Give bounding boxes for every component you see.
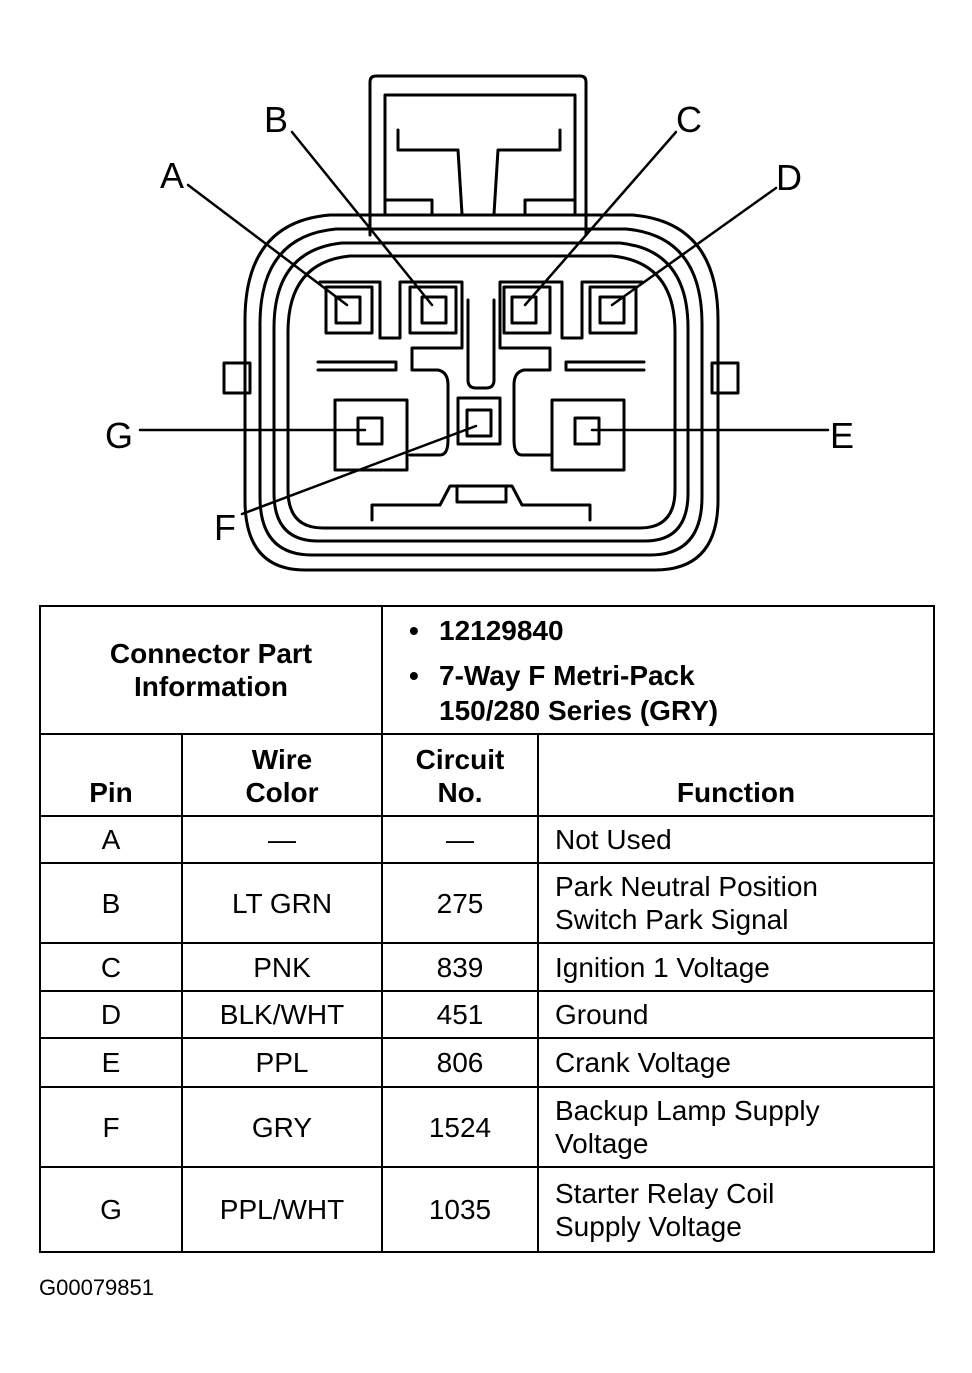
circuit-cell: 1035 xyxy=(381,1166,539,1253)
connector-side-tab-left xyxy=(222,361,252,395)
column-header-row: Pin Wire Color Circuit No. Function xyxy=(39,733,935,817)
column-header-function: Function xyxy=(537,733,935,817)
wire-color-cell: — xyxy=(181,815,383,864)
leader-line-b xyxy=(290,130,434,307)
function-cell: Not Used xyxy=(537,815,935,864)
pin-label-d: D xyxy=(776,157,802,198)
leader-line-f xyxy=(240,424,478,516)
connector-inner-walls xyxy=(316,280,646,522)
wire-color-cell: PPL xyxy=(181,1037,383,1088)
bullet-icon: • xyxy=(409,614,419,646)
leader-line-d xyxy=(610,186,778,307)
function-cell: Crank Voltage xyxy=(537,1037,935,1088)
table-row: B LT GRN 275 Park Neutral Position Switc… xyxy=(39,862,935,944)
column-header-pin: Pin xyxy=(39,733,183,817)
pin-g-terminal xyxy=(333,398,409,472)
column-header-wire-color: Wire Color xyxy=(181,733,383,817)
part-info-header-cell: Connector Part Information xyxy=(39,605,383,735)
wire-color-cell: LT GRN xyxy=(181,862,383,944)
function-cell: Backup Lamp Supply Voltage xyxy=(537,1086,935,1168)
bullet-icon: • xyxy=(409,659,419,691)
part-info-header: Connector Part Information xyxy=(109,638,313,702)
table-row: G PPL/WHT 1035 Starter Relay Coil Supply… xyxy=(39,1166,935,1253)
pin-label-e: E xyxy=(830,415,854,456)
table-row: D BLK/WHT 451 Ground xyxy=(39,990,935,1039)
circuit-cell: 806 xyxy=(381,1037,539,1088)
pin-cell: B xyxy=(39,862,183,944)
part-info-values: • 12129840 • 7-Way F Metri-Pack 150/280 … xyxy=(381,605,935,735)
pin-label-c: C xyxy=(676,99,702,140)
connector-latch xyxy=(368,74,588,237)
circuit-cell: 275 xyxy=(381,862,539,944)
connector-diagram: A B C D E F G xyxy=(105,74,854,572)
function-cell: Starter Relay Coil Supply Voltage xyxy=(537,1166,935,1253)
part-info-item: • 12129840 xyxy=(409,613,933,648)
part-description: 7-Way F Metri-Pack 150/280 Series (GRY) xyxy=(439,659,719,726)
part-info-row: Connector Part Information • 12129840 • … xyxy=(39,605,935,735)
column-header-circuit: Circuit No. xyxy=(381,733,539,817)
table-row: C PNK 839 Ignition 1 Voltage xyxy=(39,942,935,992)
pin-c-terminal xyxy=(502,285,552,335)
circuit-cell: — xyxy=(381,815,539,864)
pin-label-f: F xyxy=(214,507,236,548)
wire-color-cell: BLK/WHT xyxy=(181,990,383,1039)
pin-cell: G xyxy=(39,1166,183,1253)
pin-cell: C xyxy=(39,942,183,992)
connector-body-ring-2 xyxy=(272,241,690,543)
pin-e-terminal xyxy=(550,398,626,472)
table-row: A — — Not Used xyxy=(39,815,935,864)
function-cell: Park Neutral Position Switch Park Signal xyxy=(537,862,935,944)
table-row: E PPL 806 Crank Voltage xyxy=(39,1037,935,1088)
circuit-cell: 451 xyxy=(381,990,539,1039)
connector-side-tab-right xyxy=(710,361,740,395)
connector-body-ring-1 xyxy=(258,227,704,557)
function-cell: Ignition 1 Voltage xyxy=(537,942,935,992)
part-info-item: • 7-Way F Metri-Pack 150/280 Series (GRY… xyxy=(409,658,933,728)
pin-cell: F xyxy=(39,1086,183,1168)
circuit-cell: 839 xyxy=(381,942,539,992)
connector-info-table: Connector Part Information • 12129840 • … xyxy=(39,605,935,1253)
leader-lines xyxy=(138,130,830,516)
function-cell: Ground xyxy=(537,990,935,1039)
wire-color-cell: PPL/WHT xyxy=(181,1166,383,1253)
pin-label-a: A xyxy=(160,155,184,196)
circuit-cell: 1524 xyxy=(381,1086,539,1168)
part-number: 12129840 xyxy=(439,614,564,646)
figure-id: G00079851 xyxy=(39,1275,154,1300)
pin-label-b: B xyxy=(264,99,288,140)
leader-line-c xyxy=(523,130,678,307)
pin-cell: A xyxy=(39,815,183,864)
pin-cell: D xyxy=(39,990,183,1039)
leader-line-a xyxy=(186,183,349,307)
table-row: F GRY 1524 Backup Lamp Supply Voltage xyxy=(39,1086,935,1168)
pin-label-g: G xyxy=(105,415,133,456)
connector-body-outer xyxy=(243,213,720,572)
pin-cell: E xyxy=(39,1037,183,1088)
pin-b-terminal xyxy=(408,285,458,335)
pin-d-terminal xyxy=(588,285,638,335)
pin-a-terminal xyxy=(324,285,374,335)
pin-f-terminal xyxy=(456,396,502,446)
wire-color-cell: PNK xyxy=(181,942,383,992)
wire-color-cell: GRY xyxy=(181,1086,383,1168)
connector-body-inner xyxy=(286,254,677,530)
